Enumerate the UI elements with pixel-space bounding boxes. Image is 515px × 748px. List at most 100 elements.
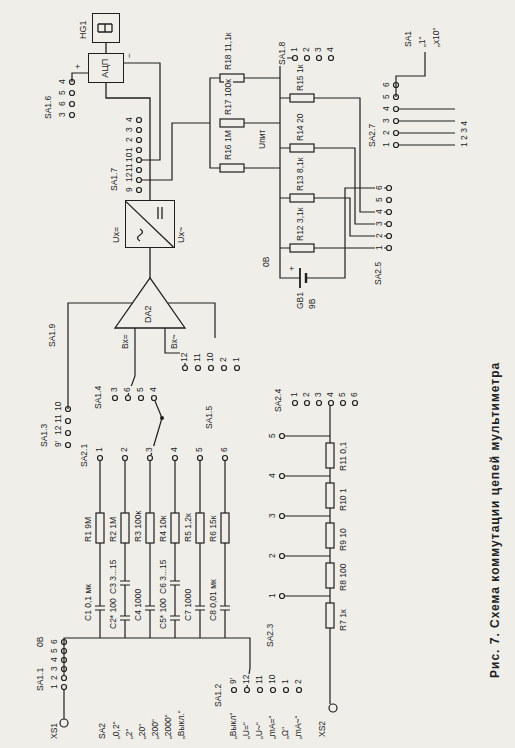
node-label: Uх=: [112, 227, 122, 243]
schematic-label: 1: [382, 141, 391, 148]
schematic-label: C2* 100: [109, 597, 118, 630]
input-jack: [329, 704, 337, 712]
power-wire: [399, 109, 455, 145]
schematic-label: 4: [326, 391, 335, 398]
schematic-label: 3: [110, 386, 119, 393]
adc-box: АЦП: [88, 53, 124, 83]
schematic-label: 4: [375, 208, 384, 215]
switch-contact: [394, 143, 399, 148]
switch-contact: [341, 401, 346, 406]
resistor-symbol: [96, 513, 104, 543]
input-jack: [329, 628, 330, 704]
battery-symbol: [305, 273, 307, 283]
schematic-label: 5: [50, 647, 59, 654]
schematic-label: 3: [50, 665, 59, 672]
schematic-label: SA2.4: [274, 388, 283, 413]
switch-contact: [70, 102, 75, 107]
schematic-label: 12: [54, 425, 63, 436]
capacitor-symbol: [145, 606, 155, 610]
schematic-label: 1: [95, 446, 104, 453]
schematic-label: 6: [382, 81, 391, 88]
switch-contact: [70, 80, 75, 85]
resistor-symbol: [290, 194, 314, 202]
switch-contact: [62, 676, 67, 681]
schematic-label: 2: [219, 356, 228, 363]
battery-symbol: [299, 268, 301, 288]
schematic-label: 6: [58, 100, 67, 107]
resistor-symbol: [96, 74, 334, 628]
schematic-label: „U~“: [255, 721, 264, 740]
schematic-label: 1: [268, 592, 277, 599]
schematic-label: 4: [382, 105, 391, 112]
schematic-label: R6 15к: [209, 515, 218, 543]
schematic-label: −: [125, 52, 134, 59]
switch-contact: [66, 431, 71, 436]
resistor-symbol: [196, 513, 204, 543]
schematic-label: „mA=“: [268, 715, 277, 740]
schematic-label: Вх=: [121, 333, 130, 350]
resistor-symbol: [326, 523, 334, 548]
switch-contact: [297, 688, 302, 693]
divider-wire: [199, 461, 200, 638]
resistor-symbol: [290, 144, 314, 152]
converter-diagonal: [126, 202, 173, 247]
switch-contact: [66, 407, 71, 412]
switch-contact: [70, 91, 75, 96]
switch-contact: [387, 210, 392, 215]
power-wire: [280, 98, 290, 248]
switch-contact: [387, 222, 392, 227]
schematic-label: XS1: [50, 722, 59, 740]
schematic-label: 2: [302, 391, 311, 398]
schematic-label: 11: [193, 352, 202, 363]
schematic-label: 2: [120, 446, 129, 453]
input-jack: [60, 719, 68, 727]
schematic-label: 1: [375, 244, 384, 251]
schematic-label: 10: [206, 352, 215, 363]
schematic-label: GB1: [296, 291, 305, 310]
switch-contact: [137, 138, 142, 143]
switch-contact: [66, 443, 71, 448]
schematic-label: 1: [125, 146, 134, 153]
schematic-label: SA1.4: [94, 385, 103, 410]
switch-contact: [137, 178, 142, 183]
schematic-label: R14 20: [296, 113, 305, 142]
schematic-label: „0,2“: [112, 721, 121, 740]
schematic-label: R11 0,1: [339, 441, 348, 472]
switch-contact: [148, 456, 153, 461]
switch-contact: [394, 83, 399, 88]
switch-contact: [137, 128, 142, 133]
schematic-label: Вх~: [170, 333, 179, 350]
schematic-label: SA1.9: [48, 323, 57, 348]
resistor-symbol: [326, 603, 334, 628]
divider-wire: [174, 461, 175, 638]
switch-contact: [394, 95, 399, 100]
schematic-label: 9В: [308, 298, 317, 310]
schematic-label: 5: [382, 93, 391, 100]
divider-wire: [124, 461, 125, 638]
shunt-wire: [285, 436, 330, 596]
schematic-label: 3: [145, 446, 154, 453]
switch-contact: [126, 396, 131, 401]
input-bus: [64, 638, 250, 687]
schematic-label: „2“: [125, 728, 134, 740]
node-label: Uх~: [177, 227, 187, 243]
switch-contact: [235, 366, 240, 371]
schematic-label: SA2.5: [374, 261, 383, 286]
switch-contact: [293, 56, 298, 61]
schematic-label: 4: [326, 46, 335, 53]
switch-contact: [353, 401, 358, 406]
capacitor-symbol: [120, 581, 130, 620]
switch-contact: [137, 158, 142, 163]
schematic-label: „mA~“: [294, 715, 303, 740]
schematic-label: SA2.3: [266, 623, 275, 648]
schematic-label: „20“: [138, 723, 147, 740]
switch-contact: [394, 131, 399, 136]
schematic-label: 1: [50, 683, 59, 690]
schematic-label: 3: [375, 220, 384, 227]
switch-contact: [196, 366, 201, 371]
switch-contact: [387, 186, 392, 191]
schematic-label: R3 100к: [134, 510, 143, 543]
schematic-label: 3: [58, 111, 67, 118]
schematic-label: 12: [242, 674, 251, 685]
